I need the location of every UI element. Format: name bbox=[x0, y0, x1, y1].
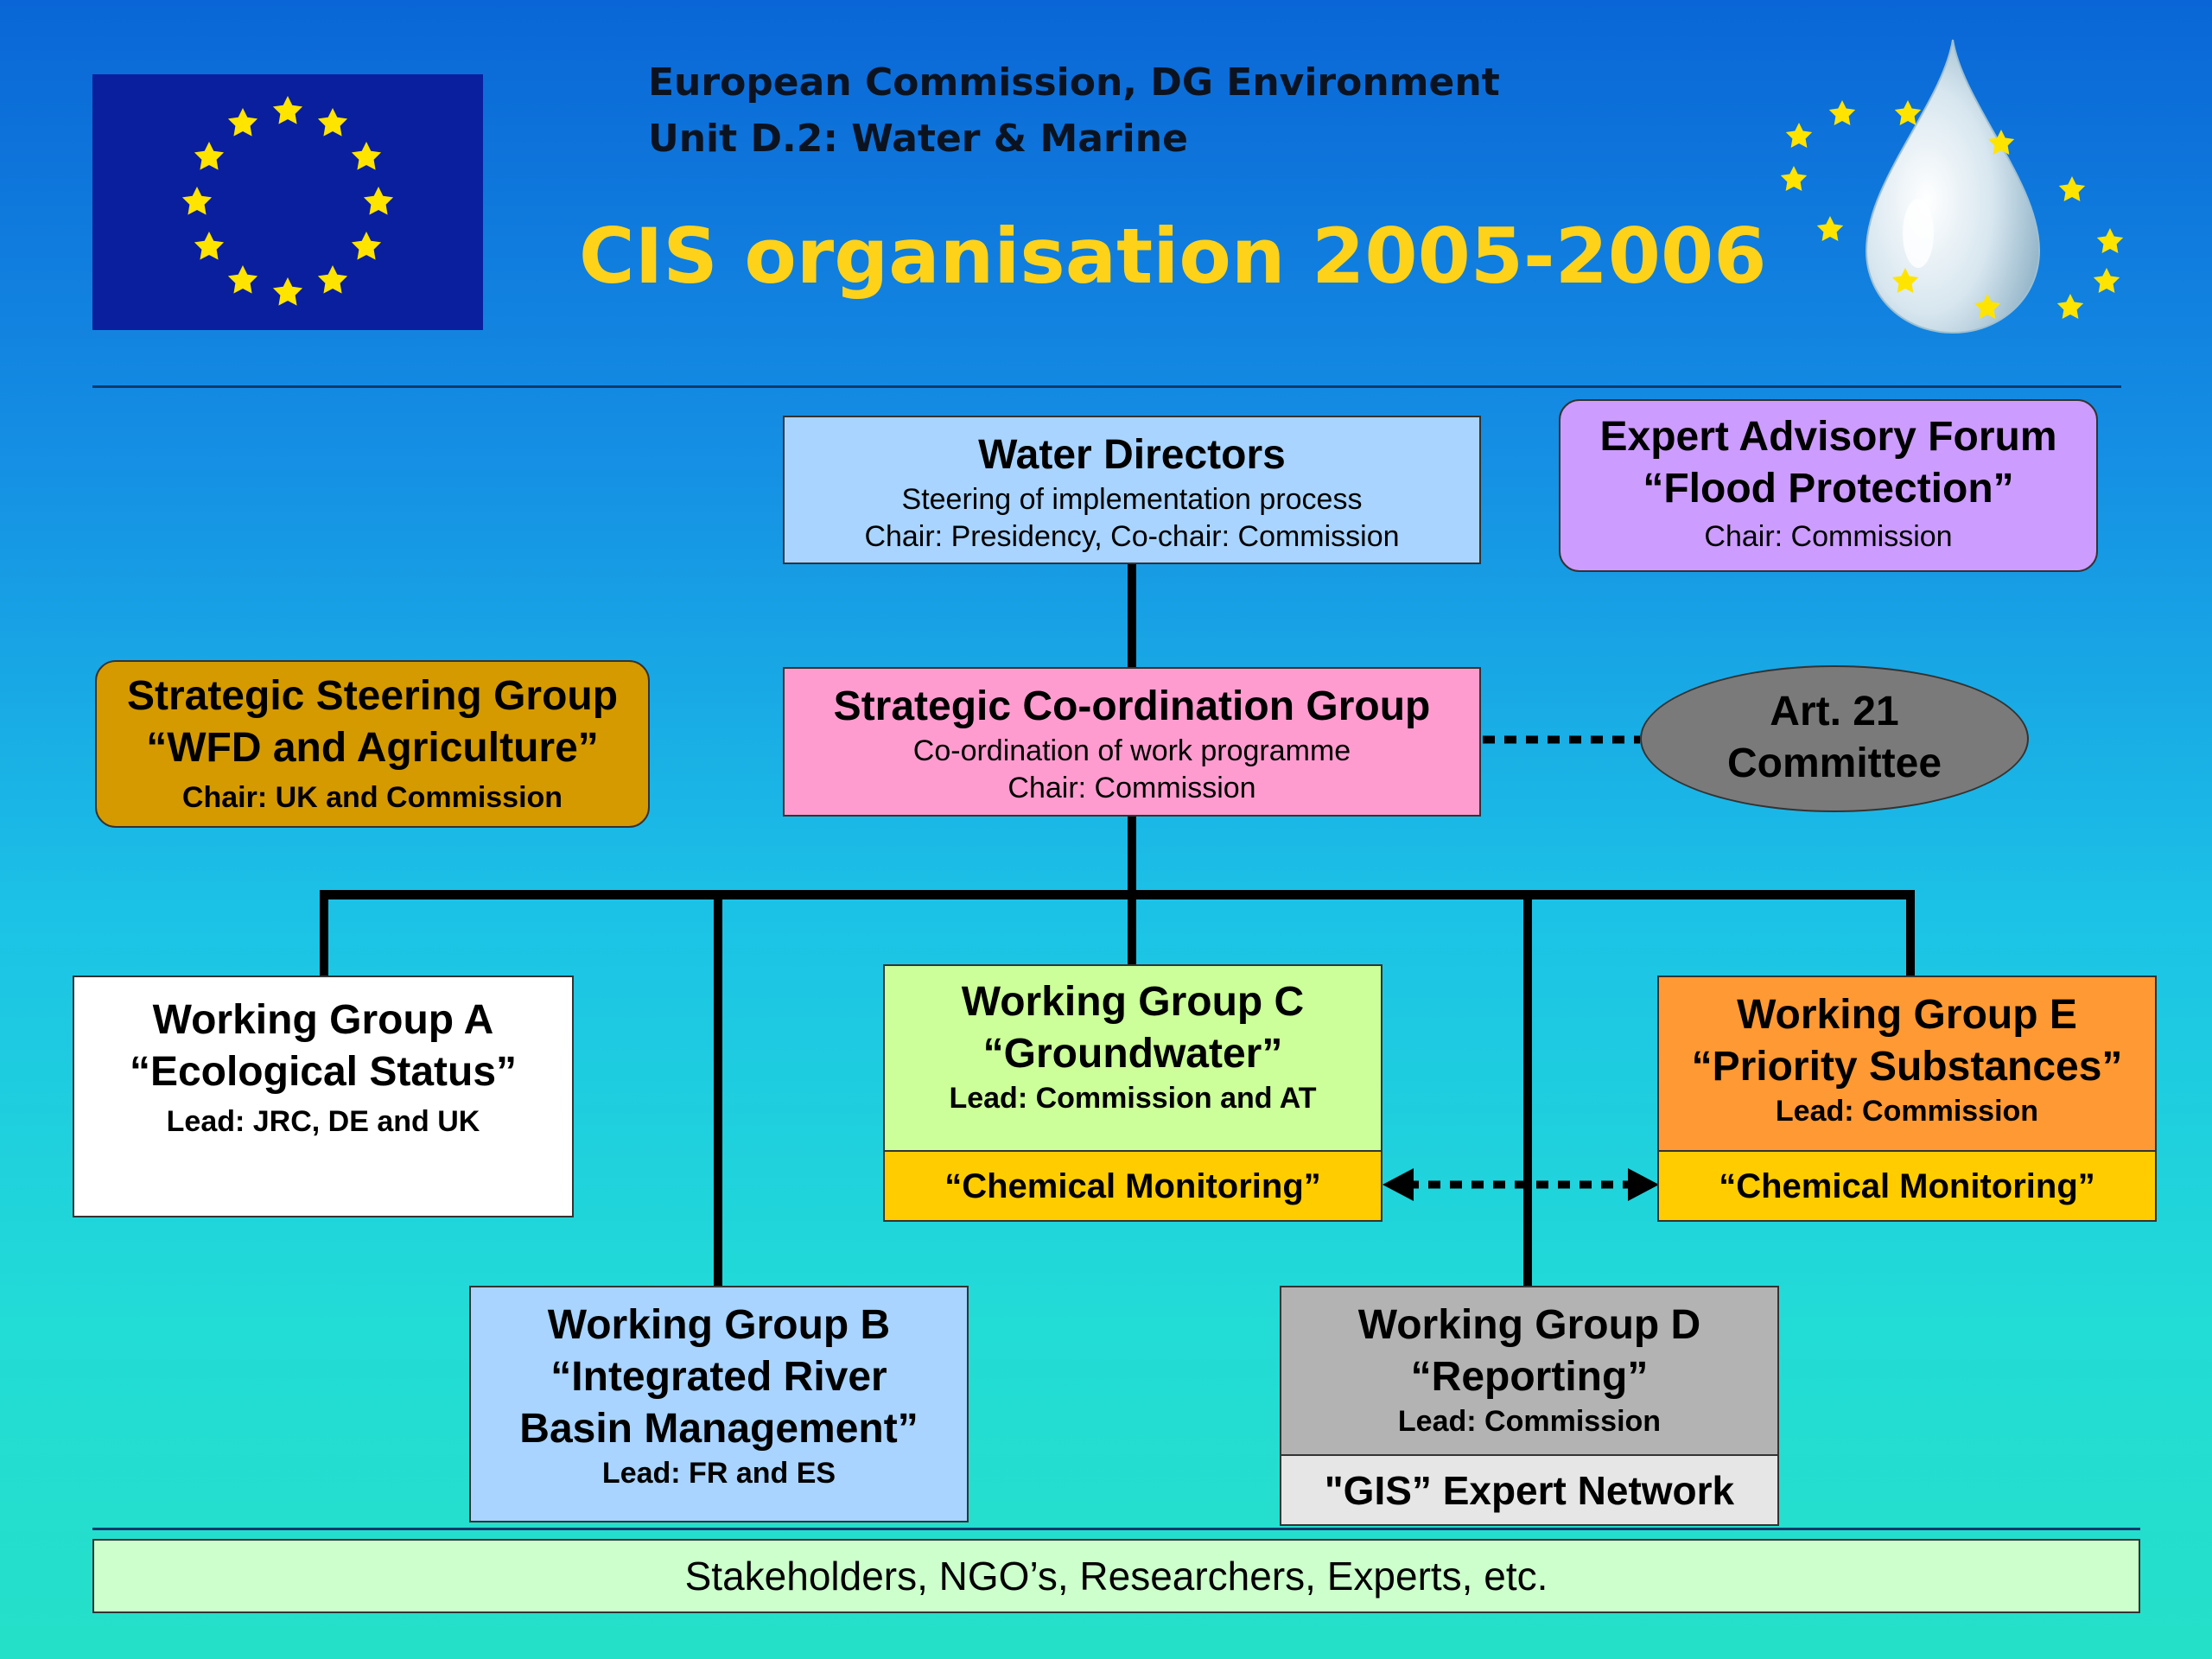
wg-e-chemical-monitoring-band: “Chemical Monitoring” bbox=[1659, 1150, 2155, 1220]
header-line-1: European Commission, DG Environment bbox=[648, 60, 1500, 105]
connector-scg-bus bbox=[1128, 817, 1136, 894]
connector-bus bbox=[320, 890, 1915, 899]
working-group-b-box: Working Group B “Integrated River Basin … bbox=[469, 1286, 969, 1522]
wg-a-lead: Lead: JRC, DE and UK bbox=[166, 1105, 480, 1138]
strategic-coordination-title: Strategic Co-ordination Group bbox=[833, 683, 1431, 729]
strategic-coordination-line-1: Co-ordination of work programme bbox=[912, 734, 1351, 767]
eu-flag-icon bbox=[92, 74, 483, 330]
wg-b-title-1: Working Group B bbox=[547, 1302, 891, 1348]
connector-wg-b bbox=[714, 890, 722, 1287]
wg-d-title-1: Working Group D bbox=[1357, 1302, 1701, 1348]
expert-forum-chair: Chair: Commission bbox=[1704, 520, 1953, 553]
strategic-steering-title-1: Strategic Steering Group bbox=[126, 673, 619, 719]
stakeholders-divider bbox=[92, 1528, 2140, 1530]
expert-forum-title-1: Expert Advisory Forum bbox=[1599, 414, 2057, 460]
water-directors-box: Water Directors Steering of implementati… bbox=[783, 416, 1481, 564]
wg-e-title-1: Working Group E bbox=[1737, 992, 2077, 1038]
wg-c-chemical-monitoring-band: “Chemical Monitoring” bbox=[885, 1150, 1381, 1220]
working-group-e-box: Working Group E “Priority Substances” Le… bbox=[1657, 976, 2157, 1222]
strategic-steering-title-2: “WFD and Agriculture” bbox=[146, 725, 599, 771]
water-directors-line-2: Chair: Presidency, Co-chair: Commission bbox=[864, 520, 1400, 553]
water-directors-title: Water Directors bbox=[978, 432, 1286, 478]
connector-wg-e bbox=[1906, 890, 1915, 976]
wg-a-title-2: “Ecological Status” bbox=[129, 1049, 518, 1095]
strategic-steering-group-box: Strategic Steering Group “WFD and Agricu… bbox=[95, 660, 650, 828]
wg-b-lead: Lead: FR and ES bbox=[601, 1457, 836, 1490]
water-directors-line-1: Steering of implementation process bbox=[901, 483, 1363, 516]
connector-wd-scg bbox=[1128, 563, 1136, 669]
art-21-committee-ellipse: Art. 21 Committee bbox=[1640, 665, 2029, 812]
wg-b-title-2: “Integrated River bbox=[550, 1354, 887, 1400]
working-group-a-box: Working Group A “Ecological Status” Lead… bbox=[73, 976, 574, 1217]
art21-line-2: Committee bbox=[1726, 741, 1942, 786]
wg-d-gis-expert-network-band: "GIS” Expert Network bbox=[1281, 1454, 1777, 1524]
water-drop-logo-icon bbox=[1763, 35, 2143, 346]
connector-wg-c bbox=[1128, 890, 1136, 965]
expert-forum-title-2: “Flood Protection” bbox=[1643, 466, 2014, 512]
wg-c-lead: Lead: Commission and AT bbox=[949, 1082, 1317, 1115]
working-group-c-box: Working Group C “Groundwater” Lead: Comm… bbox=[883, 964, 1382, 1222]
wg-d-title-2: “Reporting” bbox=[1410, 1354, 1649, 1400]
working-group-d-box: Working Group D “Reporting” Lead: Commis… bbox=[1280, 1286, 1779, 1526]
wg-d-lead: Lead: Commission bbox=[1397, 1405, 1662, 1438]
strategic-steering-chair: Chair: UK and Commission bbox=[181, 781, 563, 814]
header-line-2: Unit D.2: Water & Marine bbox=[648, 117, 1188, 161]
wg-e-lead: Lead: Commission bbox=[1775, 1095, 2039, 1128]
strategic-coordination-line-2: Chair: Commission bbox=[1007, 772, 1256, 804]
page-title: CIS organisation 2005-2006 bbox=[579, 212, 1767, 301]
expert-advisory-forum-box: Expert Advisory Forum “Flood Protection”… bbox=[1559, 399, 2098, 572]
strategic-coordination-group-box: Strategic Co-ordination Group Co-ordinat… bbox=[783, 667, 1481, 817]
connector-wg-d bbox=[1523, 890, 1532, 1287]
wg-c-title-1: Working Group C bbox=[961, 979, 1305, 1025]
art21-line-1: Art. 21 bbox=[1770, 689, 1899, 734]
connector-wg-a bbox=[320, 890, 328, 976]
stakeholders-bar: Stakeholders, NGO’s, Researchers, Expert… bbox=[92, 1539, 2140, 1613]
wg-c-title-2: “Groundwater” bbox=[982, 1031, 1283, 1077]
wg-e-title-2: “Priority Substances” bbox=[1691, 1044, 2123, 1090]
header-divider bbox=[92, 385, 2121, 388]
wg-b-title-3: Basin Management” bbox=[519, 1406, 918, 1452]
wg-a-title-1: Working Group A bbox=[152, 997, 494, 1043]
